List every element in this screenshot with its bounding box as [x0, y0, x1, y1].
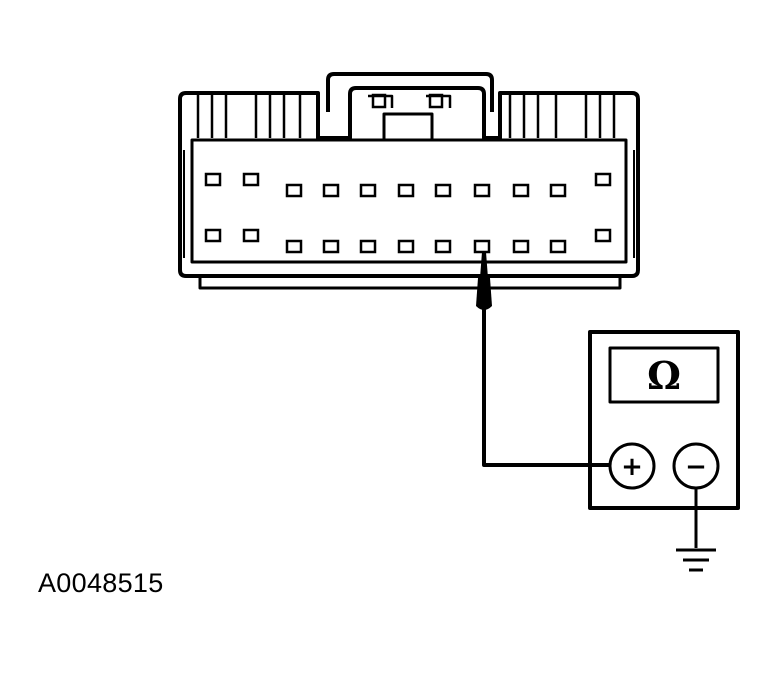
pin-cavity: [242, 172, 260, 187]
ground-symbol: [676, 488, 716, 572]
probe-handle: [476, 278, 492, 310]
positive-jack: [608, 442, 656, 490]
negative-jack-label: −: [685, 452, 707, 482]
pin-cavity: [285, 183, 303, 198]
pin-cavity: [594, 172, 612, 187]
pin-cavity: [285, 239, 303, 254]
pin-cavity: [434, 239, 452, 254]
pin-cavity: [512, 183, 530, 198]
positive-jack-label: +: [621, 452, 643, 482]
probe-lead: [482, 306, 610, 467]
pin-cavity-probed: [473, 239, 491, 254]
locking-tab: [326, 72, 494, 112]
pin-cavity: [322, 183, 340, 198]
pin-cavity: [359, 239, 377, 254]
pin-cavity: [204, 228, 222, 243]
pin-cavity: [242, 228, 260, 243]
pin-row-upper: [204, 172, 612, 198]
figure-id: A0048515: [38, 568, 164, 598]
connector-housing: [178, 86, 640, 278]
probe-tip: [480, 252, 488, 278]
ohmmeter-body: [588, 330, 740, 510]
pin-cavity: [322, 239, 340, 254]
test-probe: [476, 252, 610, 467]
housing-ribs: [196, 95, 616, 138]
pin-cavity: [473, 183, 491, 198]
connector-face: [190, 138, 628, 264]
pin-cavity: [204, 172, 222, 187]
pin-cavity: [549, 183, 567, 198]
pin-cavity: [512, 239, 530, 254]
pin-cavity: [397, 239, 415, 254]
ohmmeter-display: [608, 346, 720, 404]
pin-cavity: [594, 228, 612, 243]
pin-cavity: [434, 183, 452, 198]
connector: [178, 72, 640, 290]
pin-cavity: [359, 183, 377, 198]
ohm-symbol: Ω: [647, 353, 681, 398]
pin-row-lower: [204, 228, 612, 254]
pin-cavity: [549, 239, 567, 254]
pin-cavity: [397, 183, 415, 198]
ohmmeter: Ω + −: [588, 330, 740, 510]
